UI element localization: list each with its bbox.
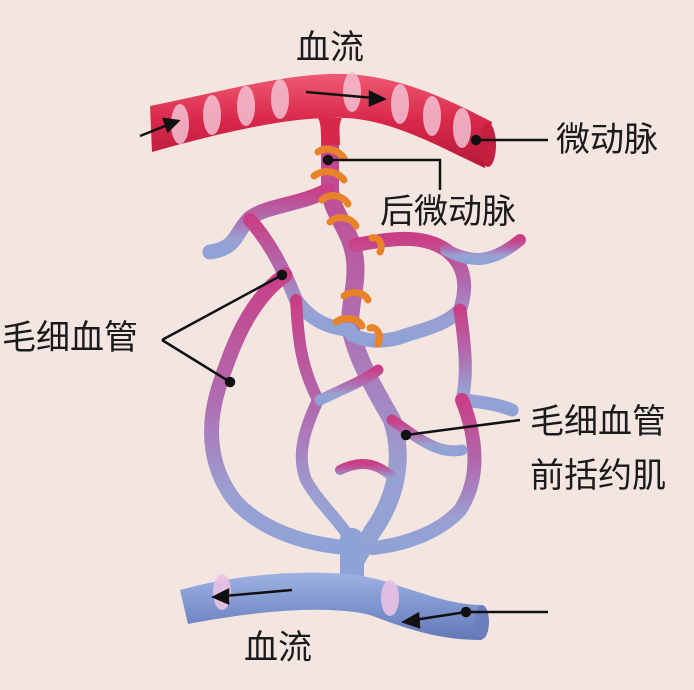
arteriole-rings xyxy=(171,72,471,148)
capillary-left-big xyxy=(204,267,360,556)
label-precapillary-sphincter-line1: 毛细血管 xyxy=(530,402,666,442)
flow-arrows xyxy=(139,89,548,629)
capillary-mid-loop xyxy=(335,459,400,485)
label-arteriole: 微动脉 xyxy=(556,120,658,160)
capillary-right-lower xyxy=(365,393,482,555)
capillary-right-loop xyxy=(453,303,519,417)
sphincter-bands xyxy=(310,145,385,348)
venule xyxy=(180,572,489,640)
label-blood-flow-bottom: 血流 xyxy=(244,628,312,668)
capillary-left-inner xyxy=(290,294,362,554)
capillary-network xyxy=(202,116,526,569)
label-precapillary-sphincter-line2: 前括约肌 xyxy=(530,456,666,496)
capillary-mid-cross xyxy=(314,364,384,406)
arteriole-end xyxy=(480,123,496,167)
arteriole xyxy=(150,72,496,168)
leader-lines xyxy=(161,134,548,441)
label-blood-flow-top: 血流 xyxy=(296,28,364,68)
venule-end xyxy=(475,605,489,639)
capillary-center-branch xyxy=(386,414,468,457)
venule-valve-right xyxy=(381,580,399,616)
label-capillaries: 毛细血管 xyxy=(2,318,138,358)
label-metarteriole: 后微动脉 xyxy=(380,192,516,232)
capillary-right-branch xyxy=(440,234,526,265)
